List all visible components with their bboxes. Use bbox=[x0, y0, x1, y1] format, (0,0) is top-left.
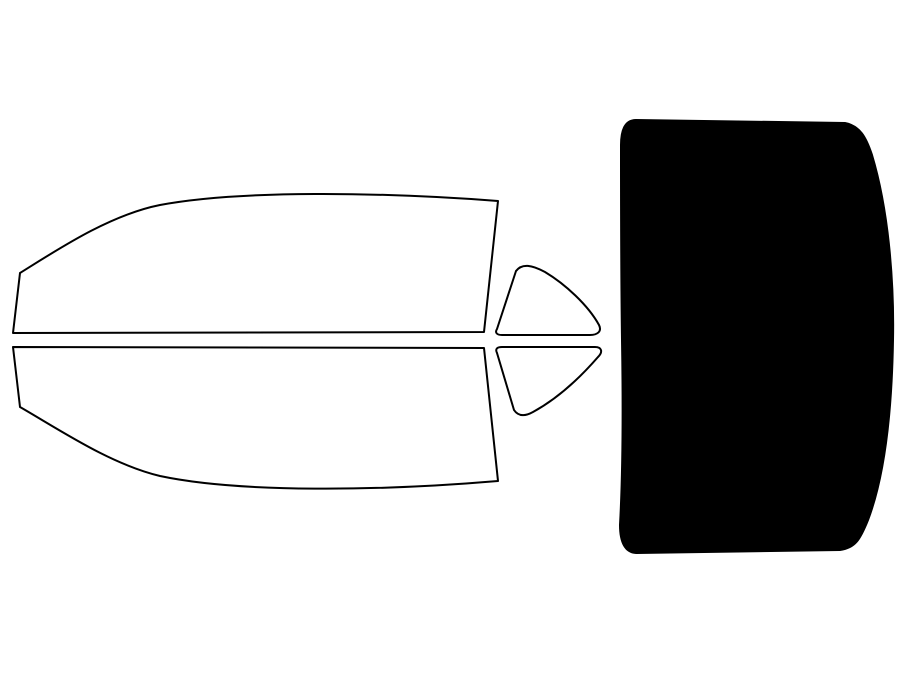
front-left-door-window[interactable] bbox=[12, 192, 499, 334]
rear-left-quarter-window[interactable] bbox=[495, 264, 601, 336]
rear-right-quarter-window[interactable] bbox=[495, 346, 603, 417]
front-right-door-window[interactable] bbox=[12, 346, 499, 490]
rear-windshield[interactable] bbox=[619, 119, 895, 554]
